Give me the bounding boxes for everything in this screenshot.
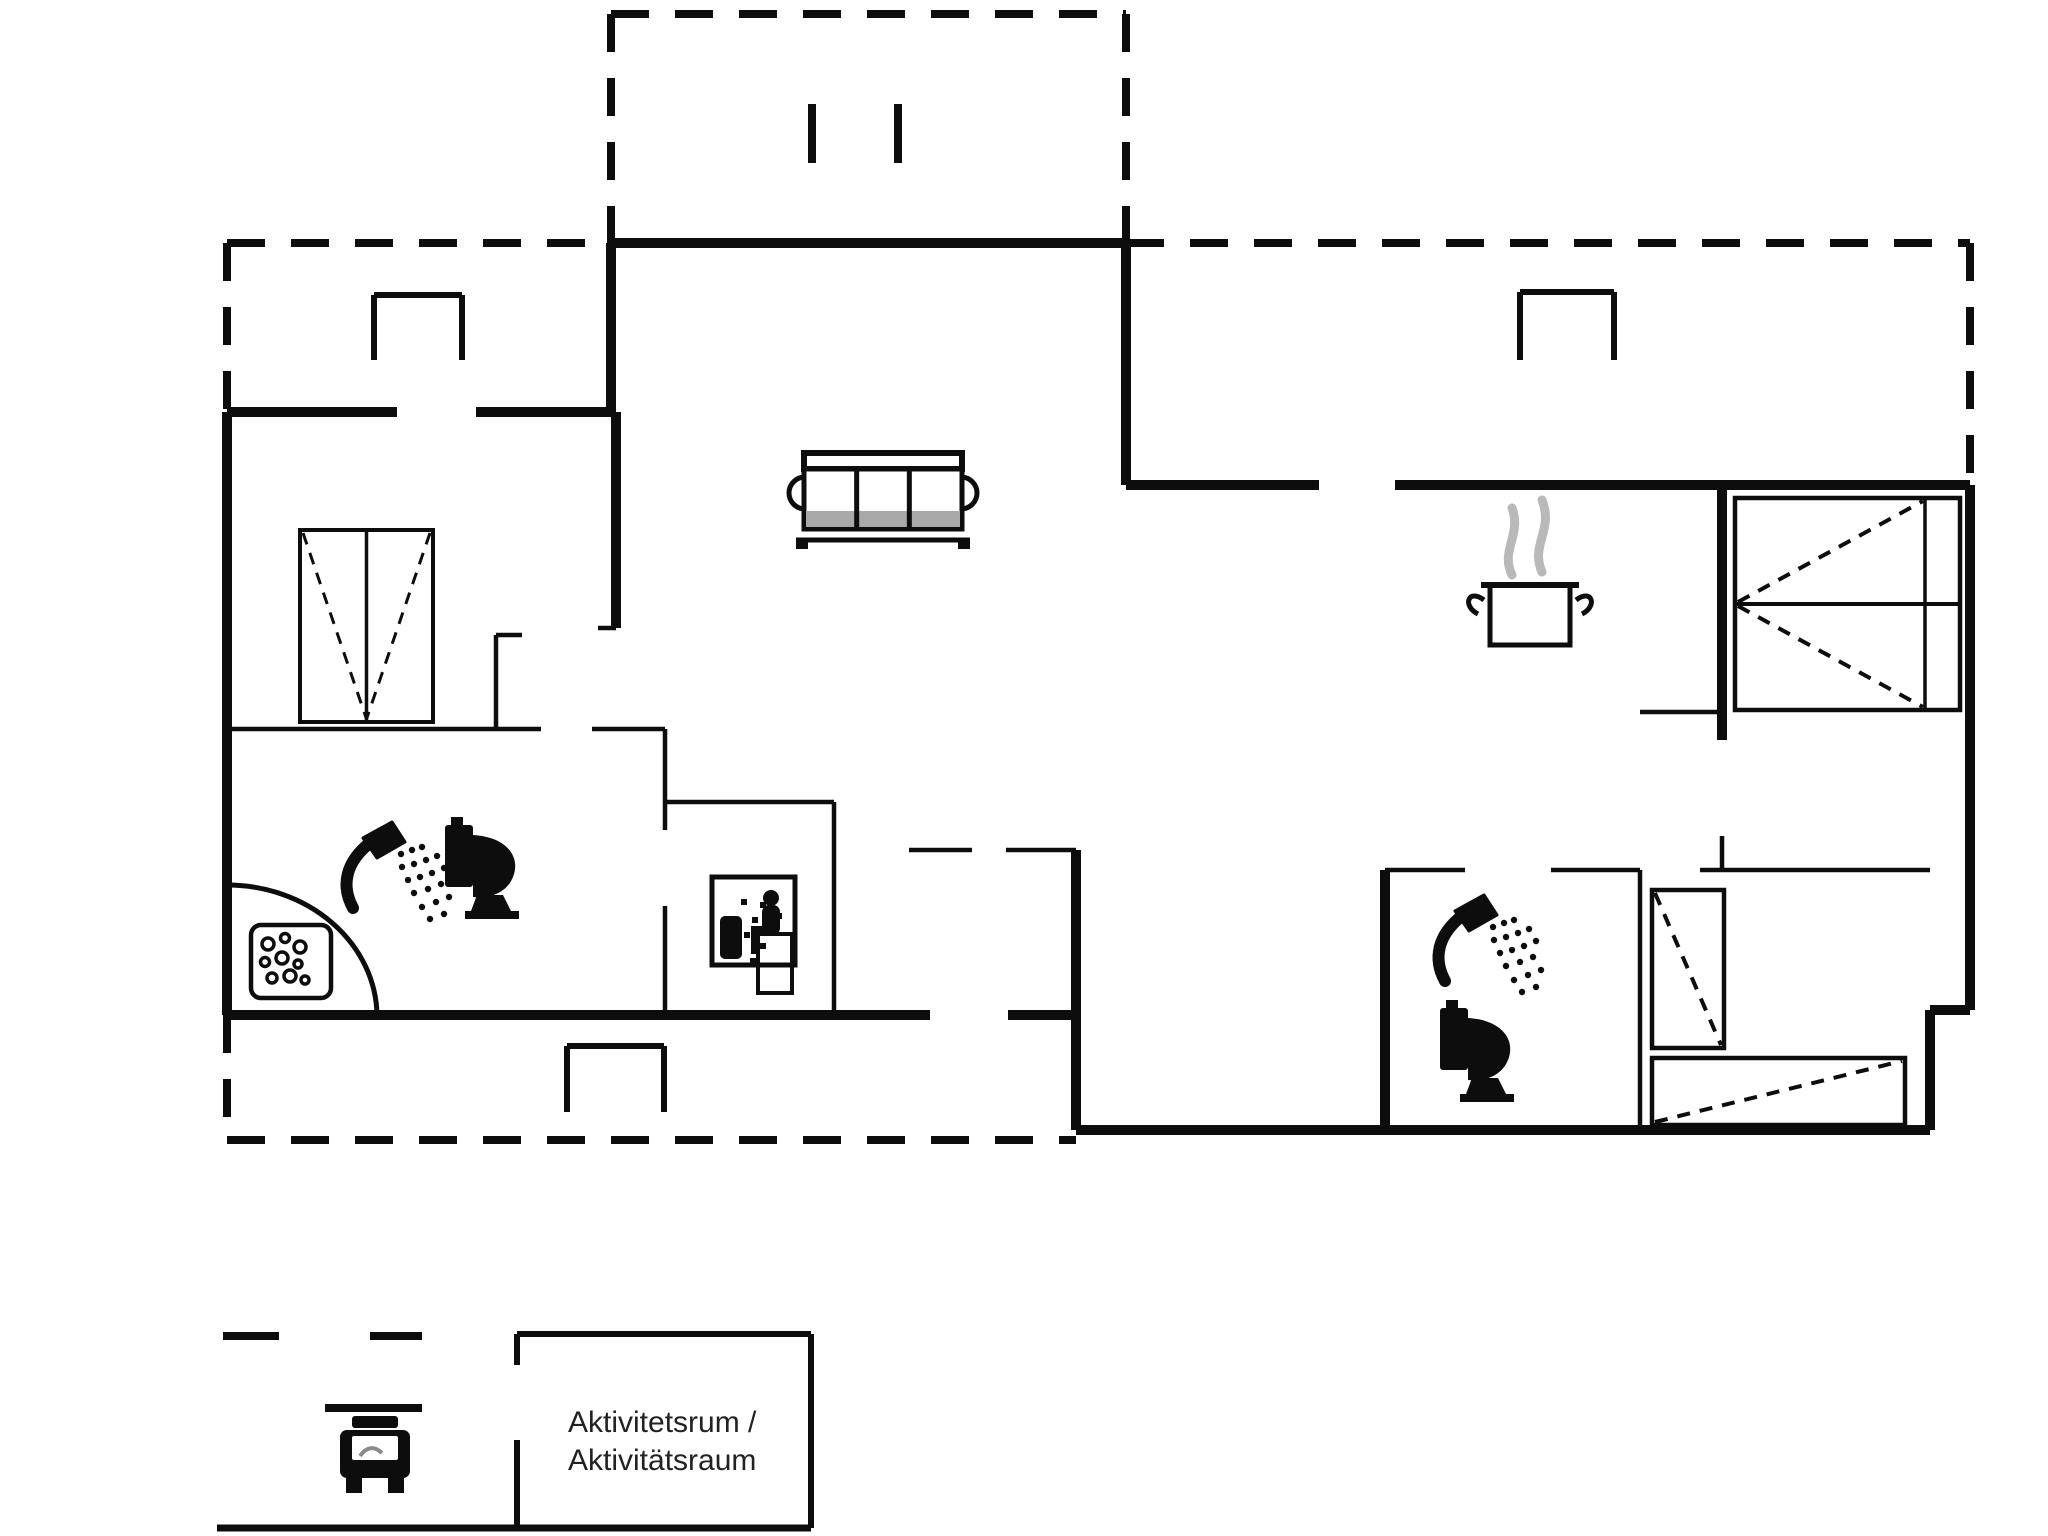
whirlpool-tub-icon [248, 922, 334, 1001]
sauna-icon [709, 874, 798, 995]
walls-thick [222, 238, 1975, 1135]
legend-label-line2: Aktivitätsraum [568, 1444, 756, 1477]
walls-thin [227, 625, 1930, 1130]
toilet-icon-bath1 [445, 817, 519, 919]
sofa-icon [786, 450, 980, 549]
legend: Aktivitetsrum / Aktivitätsraum [217, 1331, 814, 1532]
legend-room-box [217, 1331, 814, 1532]
single-bed-vertical-icon [1649, 887, 1727, 1051]
legend-label-line1: Aktivitetsrum / [568, 1406, 757, 1439]
shower-icon-bath1 [340, 820, 453, 923]
toilet-icon-bath2 [1440, 1000, 1514, 1102]
cooking-pot-icon [1466, 495, 1594, 648]
wardrobe-icon [298, 528, 435, 724]
carport-posts [808, 104, 902, 163]
car-icon [340, 1416, 410, 1493]
legend-carport [325, 1404, 422, 1493]
wall-notches [371, 289, 1617, 1112]
terrace-boundary-dashed [223, 10, 1974, 1144]
shower-icon-bath2 [1432, 893, 1545, 996]
single-bed-horizontal-icon [1649, 1055, 1908, 1128]
corner-arc [226, 882, 380, 1016]
double-bed-icon [1732, 495, 1963, 713]
